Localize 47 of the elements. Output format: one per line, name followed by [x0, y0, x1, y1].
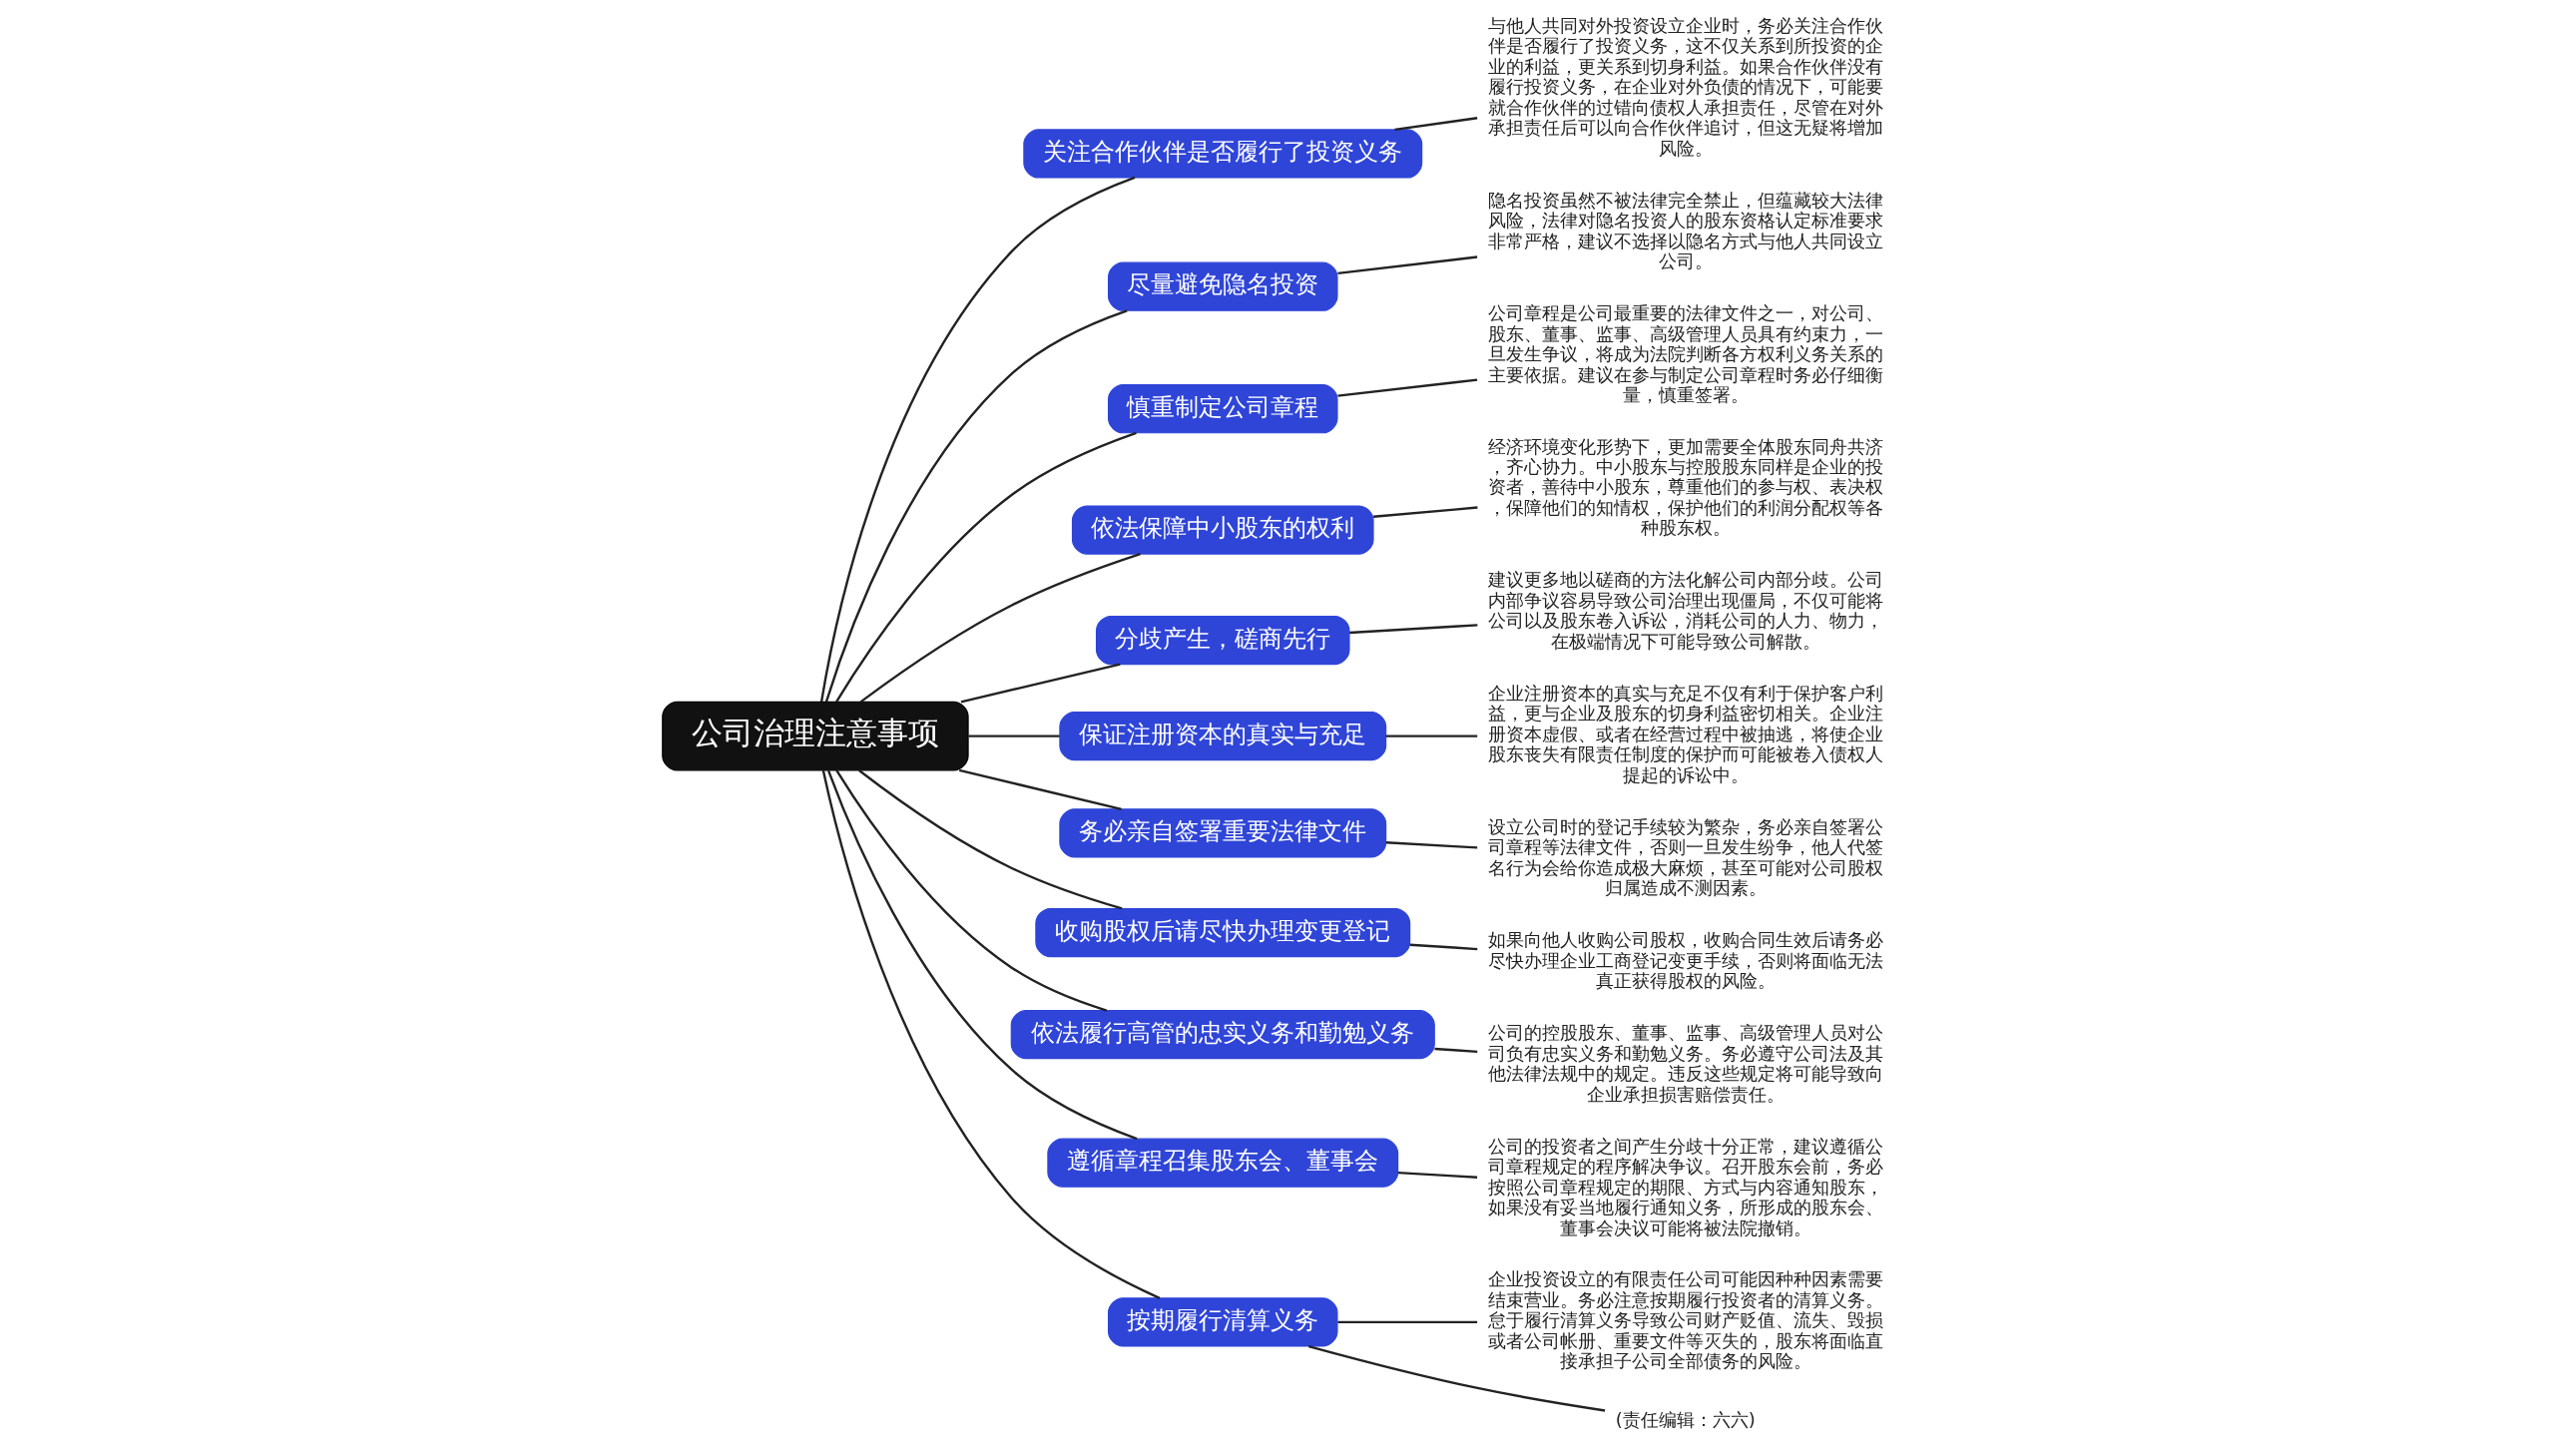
node-text: 设立公司时的登记手续较为繁杂，务必亲自签署公司章程等法律文件，否则一旦发生纷争，他人代签名行为会给你造成极大麻烦，甚至可能对公司股权归属造成不测因素。	[1487, 815, 1883, 899]
node-text: 建议更多地以磋商的方法化解公司内部分歧。公司内部争议容易导致公司治理出现僵局，不仅可能将公司以及股东卷入诉讼，消耗公司的人力、物力，在极端情况下可能导致公司解散。	[1487, 569, 1883, 652]
node-box: 遵循章程召集股东会、董事会	[1046, 1138, 1398, 1188]
connector	[1393, 117, 1477, 132]
node-box: 慎重制定公司章程	[1107, 384, 1338, 434]
node-text: (责任编辑：六六)	[1615, 1408, 1756, 1430]
connector	[1372, 506, 1477, 518]
node-box: 依法保障中小股东的权利	[1071, 505, 1374, 555]
connector	[819, 176, 1135, 703]
connector	[1336, 1320, 1477, 1324]
connector	[857, 769, 1122, 910]
node-text: 与他人共同对外投资设立企业时，务必关注合作伙伴是否履行了投资义务，这不仅关系到所投资的企业的利益，更关系到切身利益。如果合作伙伴没有履行投资义务，在企业对外负债的情况下，可能要就合作伙伴的过错向债权人承担责任，尽管在对外承担责任后可以向合作伙伴追讨，但这无疑将增加风险。	[1487, 15, 1883, 159]
connector	[1385, 734, 1477, 737]
connector	[824, 309, 1128, 703]
node-text: 企业投资设立的有限责任公司可能因种种因素需要结束营业。务必注意按期履行投资者的清算义务。怠于履行清算义务导致公司财产贬值、流失、毁损或者公司帐册、重要文件等灭失的，股东将面临直接承担子公司全部债务的风险。	[1487, 1268, 1883, 1371]
connector	[967, 734, 1060, 737]
connector	[826, 769, 1138, 1141]
node-box: 务必亲自签署重要法律文件	[1058, 808, 1386, 858]
node-text: 公司的控股股东、董事、监事、高级管理人员对公司负有忠实义务和勤勉义务。务必遵守公司法及其他法律法规中的规定。违反这些规定将可能导致向企业承担损害赔偿责任。	[1487, 1022, 1883, 1105]
connector	[1409, 943, 1477, 951]
connector	[1433, 1047, 1477, 1054]
node-box: 尽量避免隐名投资	[1107, 261, 1338, 311]
node-box: 分歧产生，磋商先行	[1095, 615, 1350, 666]
connector	[1397, 1171, 1477, 1179]
node-box: 关注合作伙伴是否履行了投资义务	[1022, 129, 1422, 179]
node-box: 公司治理注意事项	[661, 701, 969, 771]
node-box: 按期履行清算义务	[1107, 1297, 1338, 1347]
node-box: 依法履行高管的忠实义务和勤勉义务	[1010, 1010, 1435, 1060]
node-text: 隐名投资虽然不被法律完全禁止，但蕴藏较大法律风险，法律对隐名投资人的股东资格认定标准要求非常严格，建议不选择以隐名方式与他人共同设立公司。	[1487, 189, 1883, 272]
connector	[834, 769, 1107, 1012]
node-box: 保证注册资本的真实与充足	[1058, 712, 1386, 761]
node-text: 企业注册资本的真实与充足不仅有利于保护客户利益，更与企业及股东的切身利益密切相关。企业注册资本虚假、或者在经营过程中被抽逃，将使企业股东丧失有限责任制度的保护而可能被卷入债权人提起的诉讼中。	[1487, 682, 1883, 785]
connector	[1385, 841, 1477, 849]
connector	[821, 769, 1160, 1299]
connector	[958, 768, 1122, 810]
connector	[1307, 1344, 1605, 1412]
connector	[1348, 624, 1477, 635]
connector	[1336, 378, 1477, 397]
node-text: 如果向他人收购公司股权，收购合同生效后请务必尽快办理企业工商登记变更手续，否则将面临无法真正获得股权的风险。	[1487, 929, 1883, 992]
node-text: 公司的投资者之间产生分歧十分正常，建议遵循公司章程规定的程序解决争议。召开股东会前，务必按照公司章程规定的期限、方式与内容通知股东，如果没有妥当地履行通知义务，所形成的股东会、董事会决议可能将被法院撤销。	[1487, 1135, 1883, 1238]
connector	[859, 552, 1141, 704]
node-box: 收购股权后请尽快办理变更登记	[1034, 907, 1410, 958]
connector	[960, 663, 1121, 704]
connector	[1336, 255, 1477, 275]
node-text: 经济环境变化形势下，更加需要全体股东同舟共济，齐心协力。中小股东与控股股东同样是企业的投资者，善待中小股东，尊重他们的参与权、表决权，保障他们的知情权，保护他们的利润分配权等各种股东权。	[1487, 435, 1883, 539]
node-text: 公司章程是公司最重要的法律文件之一，对公司、股东、董事、监事、高级管理人员具有约束力，一旦发生争议，将成为法院判断各方权利义务关系的主要依据。建议在参与制定公司章程时务必仔细衡量，慎重签署。	[1487, 302, 1883, 405]
connector	[834, 431, 1137, 703]
